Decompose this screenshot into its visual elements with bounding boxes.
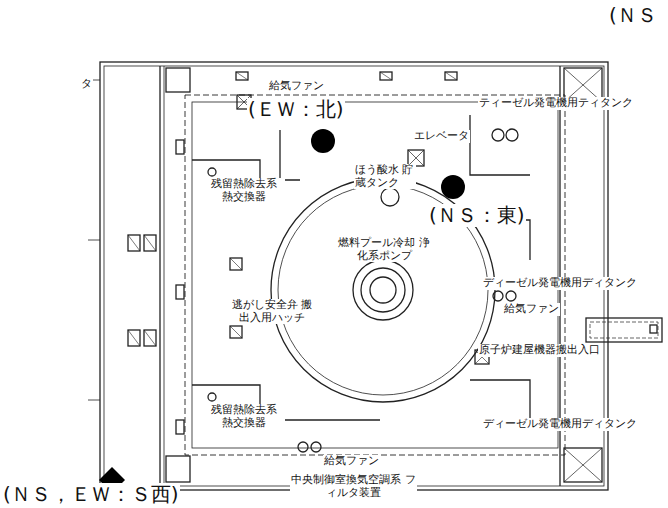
sensor-label: (ＮＳ：東) [428,204,526,227]
sensor-label: (ＮＳ，ＥＷ：Ｓ西) [2,483,180,506]
equipment-label: 燃料プール冷却 浄化系ポンプ [333,237,435,262]
equipment-label: 給気ファン [268,80,325,93]
equipment-label: エレベータ [413,130,470,143]
equipment-label: 残留熱除去系 熱交換器 [203,178,285,203]
sensor-label: (ＮＳ [608,4,658,27]
equipment-label: 給気ファン [323,455,380,468]
equipment-label: タ [80,78,93,91]
equipment-label: 原子炉建屋機器搬出入口 [478,344,601,357]
sensor-dot [441,175,465,199]
equipment-label: ディーゼル発電機用ディタンク [482,277,638,290]
equipment-label: 中央制御室換気空調系 フィルタ装置 [290,474,417,499]
equipment-label: ティーゼル発電機用ティタンク [478,97,634,110]
equipment-label: 逃がし安全弁 搬出入用ハッチ [226,299,318,324]
equipment-label: ほう酸水 貯蔵タンク [354,164,416,189]
equipment-label: 給気ファン [503,303,560,316]
sensor-label: (ＥＷ：北) [247,98,345,121]
equipment-label: ディーゼル発電機用ディタンク [482,418,638,431]
sensor-dot [311,129,335,153]
equipment-label: 残留熱除去系 熱交換器 [203,404,285,429]
